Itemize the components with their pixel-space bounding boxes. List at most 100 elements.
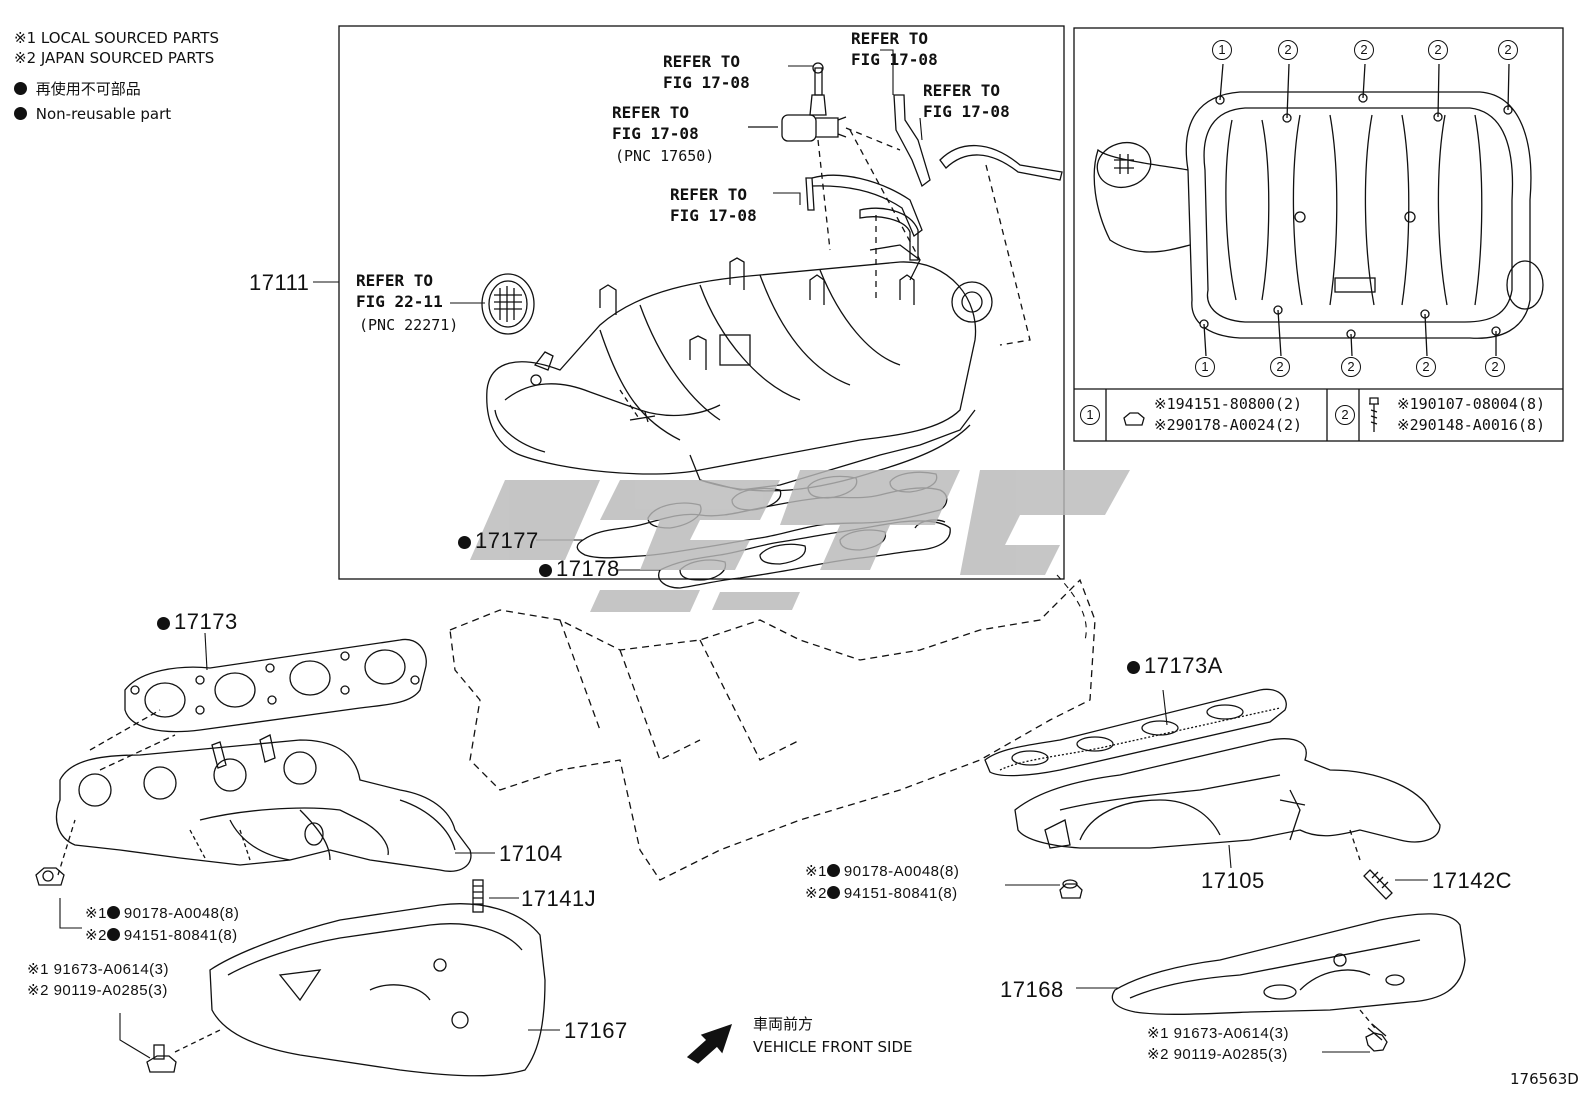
exhaust-gasket-right-drawing xyxy=(984,688,1287,777)
mid-nut-local-mark: ※1 xyxy=(805,863,827,880)
non-reusable-dot-icon xyxy=(826,886,840,899)
inset-callout-bottom-2: 2 xyxy=(1270,357,1290,377)
inset-callout-bottom-1: 1 xyxy=(1195,357,1215,377)
non-reusable-dot-icon xyxy=(14,82,27,95)
inset-callout-top-1: 1 xyxy=(1212,40,1232,60)
inset-manifold-drawing xyxy=(1093,63,1544,357)
refer-vsv-l2[interactable]: FIG 17-08 xyxy=(612,124,699,143)
non-reusable-dot-icon xyxy=(1127,661,1140,674)
inset-callout-bottom-4-num: 2 xyxy=(1416,357,1436,377)
non-reusable-dot-icon xyxy=(14,107,27,120)
diagram-id: 176563D xyxy=(1510,1070,1579,1088)
left-nut-local-pn: 90178-A0048(8) xyxy=(123,905,240,922)
left-nut-japan-mark: ※2 xyxy=(85,927,107,944)
left-nut-local-mark: ※1 xyxy=(85,905,107,922)
inset-callout-bottom-3-num: 2 xyxy=(1341,357,1361,377)
engine-block-outline xyxy=(449,578,1096,881)
refer-vsv-pnc: (PNC 17650) xyxy=(615,147,715,165)
inset-key-1: 1 xyxy=(1080,405,1100,425)
part-17177-label[interactable]: 17177 xyxy=(458,530,539,552)
inset-callout-bottom-5: 2 xyxy=(1485,357,1505,377)
refer-hose-mid-l2[interactable]: FIG 17-08 xyxy=(670,206,757,225)
inset-key-2: 2 xyxy=(1335,405,1355,425)
left-nut-local[interactable]: ※1 90178-A0048(8) xyxy=(85,906,239,921)
inset-callout-bottom-2-num: 2 xyxy=(1270,357,1290,377)
inset-callout-bottom-5-num: 2 xyxy=(1485,357,1505,377)
inset-callout-top-5-num: 2 xyxy=(1498,40,1518,60)
exhaust-gasket-left-drawing xyxy=(124,638,427,733)
left-nut-japan-pn: 94151-80841(8) xyxy=(123,927,238,944)
refer-vsv-bolt-l2[interactable]: FIG 17-08 xyxy=(663,73,750,92)
refer-hose-top-l1[interactable]: REFER TO xyxy=(851,29,929,48)
watermark-logo xyxy=(470,470,1130,612)
legend-japan-sourced: ※2 JAPAN SOURCED PARTS xyxy=(14,49,215,67)
part-17104-label[interactable]: 17104 xyxy=(499,841,563,866)
inset-callout-bottom-4: 2 xyxy=(1416,357,1436,377)
refer-filter-l1[interactable]: REFER TO xyxy=(356,271,434,290)
inset-callout-top-2-num: 2 xyxy=(1278,40,1298,60)
inset-callout-top-3-num: 2 xyxy=(1354,40,1374,60)
legend-non-reusable-en-text: Non-reusable part xyxy=(35,105,172,123)
part-17173A-label[interactable]: 17173A xyxy=(1127,655,1223,677)
non-reusable-dot-icon xyxy=(826,864,840,877)
part-17111-label[interactable]: 17111 xyxy=(249,270,310,295)
refer-filter-l2[interactable]: FIG 22-11 xyxy=(356,292,443,311)
mid-nut-local[interactable]: ※1 90178-A0048(8) xyxy=(805,864,959,879)
part-17178-number: 17178 xyxy=(556,556,620,581)
mid-nut-japan[interactable]: ※2 94151-80841(8) xyxy=(805,886,958,901)
inset-key-2-local[interactable]: ※190107-08004(8) xyxy=(1397,395,1546,413)
part-17105-label[interactable]: 17105 xyxy=(1201,868,1265,893)
inset-key-2-num: 2 xyxy=(1335,405,1355,425)
inset-key-1-num: 1 xyxy=(1080,405,1100,425)
refer-filter-pnc: (PNC 22271) xyxy=(359,316,459,334)
legend-non-reusable-en: Non-reusable part xyxy=(14,107,171,122)
refer-hose-top-l2[interactable]: FIG 17-08 xyxy=(851,50,938,69)
exhaust-manifold-right-drawing xyxy=(1014,738,1441,900)
non-reusable-dot-icon xyxy=(106,906,120,919)
leader-lines xyxy=(59,49,1428,1059)
inset-callout-top-3: 2 xyxy=(1354,40,1374,60)
refer-hose-mid-l1[interactable]: REFER TO xyxy=(670,185,748,204)
intake-detail-frame xyxy=(338,25,1065,580)
inset-callout-top-5: 2 xyxy=(1498,40,1518,60)
refer-hose-right-l1[interactable]: REFER TO xyxy=(923,81,1001,100)
part-17173-label[interactable]: 17173 xyxy=(157,611,238,633)
right-bolt-japan[interactable]: ※2 90119-A0285(3) xyxy=(1147,1046,1288,1063)
non-reusable-dot-icon xyxy=(458,536,471,549)
part-17178-label[interactable]: 17178 xyxy=(539,558,620,580)
vehicle-front-jp: 車両前方 xyxy=(753,1015,814,1033)
non-reusable-dot-icon xyxy=(106,928,120,941)
non-reusable-dot-icon xyxy=(539,564,552,577)
left-nut-japan[interactable]: ※2 94151-80841(8) xyxy=(85,928,238,943)
right-bolt-local[interactable]: ※1 91673-A0614(3) xyxy=(1147,1025,1289,1042)
inset-callout-top-4-num: 2 xyxy=(1428,40,1448,60)
inset-key-1-local[interactable]: ※194151-80800(2) xyxy=(1154,395,1303,413)
left-bolt-japan[interactable]: ※2 90119-A0285(3) xyxy=(27,982,168,999)
part-17167-label[interactable]: 17167 xyxy=(564,1018,628,1043)
mid-nut-local-pn: 90178-A0048(8) xyxy=(843,863,960,880)
part-17142C-label[interactable]: 17142C xyxy=(1432,868,1513,893)
part-17141J-label[interactable]: 17141J xyxy=(521,886,597,911)
mid-nut-japan-mark: ※2 xyxy=(805,885,827,902)
inset-key-2-japan[interactable]: ※290148-A0016(8) xyxy=(1397,416,1546,434)
left-bolt-local[interactable]: ※1 91673-A0614(3) xyxy=(27,961,169,978)
inset-frame xyxy=(1073,27,1564,442)
front-direction-arrow-icon xyxy=(686,1023,733,1064)
inset-key-1-japan[interactable]: ※290178-A0024(2) xyxy=(1154,416,1303,434)
refer-vsv-bolt-l1[interactable]: REFER TO xyxy=(663,52,741,71)
inset-callout-top-1-num: 1 xyxy=(1212,40,1232,60)
intake-manifold-drawing xyxy=(481,62,1063,492)
legend-local-sourced: ※1 LOCAL SOURCED PARTS xyxy=(14,29,219,47)
heat-insulator-right-drawing xyxy=(1111,913,1466,1052)
legend-non-reusable-jp-text: 再使用不可部品 xyxy=(35,80,141,98)
part-17173-number: 17173 xyxy=(174,609,238,634)
part-17168-label[interactable]: 17168 xyxy=(1000,977,1064,1002)
refer-hose-right-l2[interactable]: FIG 17-08 xyxy=(923,102,1010,121)
refer-vsv-l1[interactable]: REFER TO xyxy=(612,103,690,122)
mid-nut-japan-pn: 94151-80841(8) xyxy=(843,885,958,902)
inset-callout-bottom-1-num: 1 xyxy=(1195,357,1215,377)
inset-callout-bottom-3: 2 xyxy=(1341,357,1361,377)
inset-key-icons xyxy=(1123,397,1379,432)
